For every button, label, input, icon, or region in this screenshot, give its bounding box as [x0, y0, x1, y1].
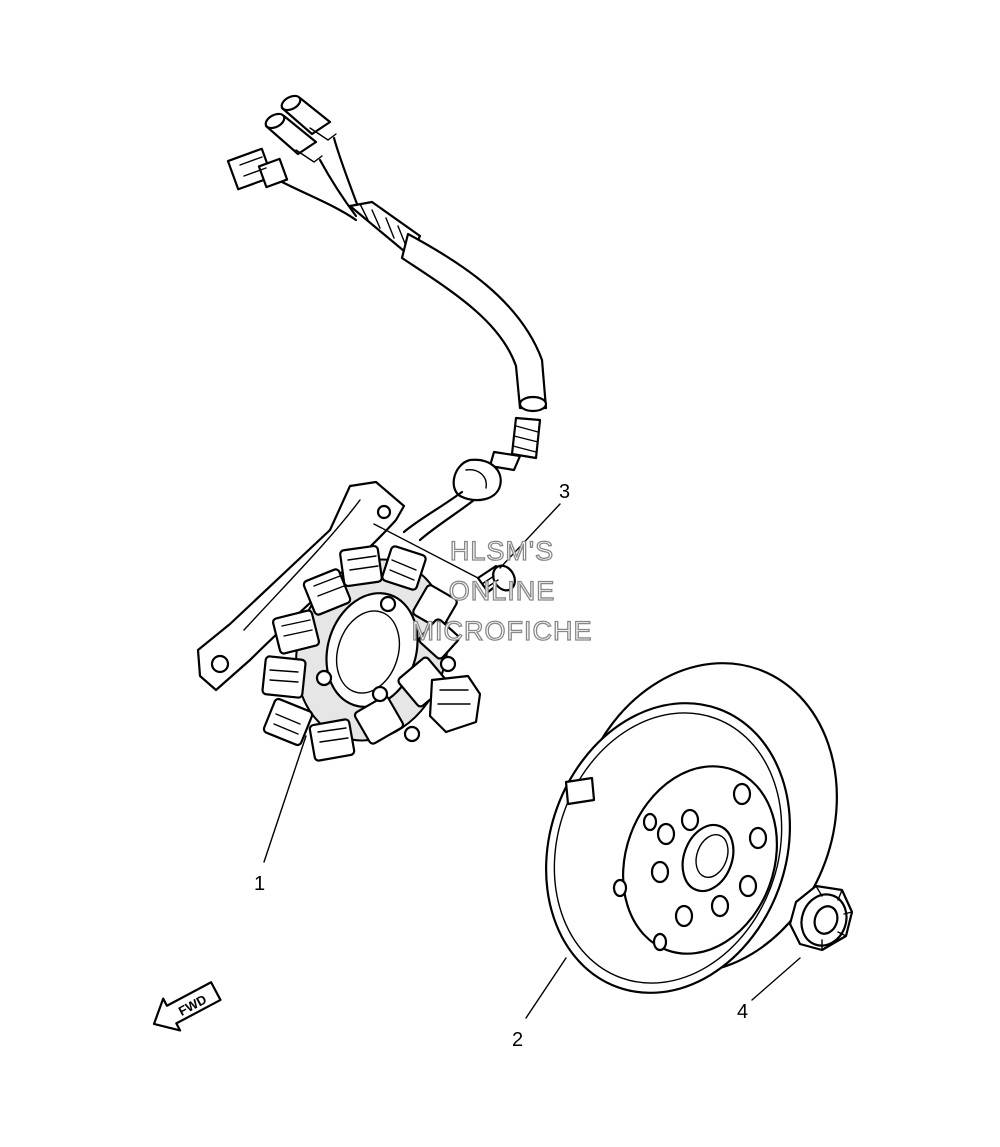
- wire-harness: [226, 94, 548, 542]
- rotor-key-slot: [564, 776, 596, 806]
- screw-alignment-line: [373, 523, 479, 579]
- watermark: HLSM'S ONLINE MICROFICHE: [411, 535, 593, 646]
- leader-line-1: [263, 735, 307, 863]
- stator-assembly: [196, 480, 482, 762]
- leader-line-2: [525, 957, 567, 1019]
- forward-arrow-icon: FWD: [152, 981, 222, 1032]
- callout-4: 4: [737, 1001, 748, 1023]
- callout-3: 3: [559, 481, 570, 503]
- leader-line-4: [751, 957, 801, 1001]
- bullet-connector-upper: [280, 94, 337, 141]
- leader-lines: [263, 503, 801, 1019]
- rotor-bolt-holes: [650, 782, 768, 928]
- watermark-line-1: HLSM'S: [450, 536, 554, 566]
- watermark-line-2: ONLINE: [449, 576, 556, 606]
- callout-1: 1: [254, 873, 265, 895]
- leader-line-3: [499, 503, 561, 569]
- screw: [476, 564, 516, 594]
- mounting-hole-icon: [376, 504, 392, 520]
- mounting-hole-icon: [210, 654, 230, 674]
- rotor-flywheel: [545, 662, 838, 994]
- coupler-connector: [226, 147, 289, 191]
- callout-2: 2: [512, 1029, 523, 1051]
- watermark-line-3: MICROFICHE: [412, 616, 593, 646]
- coil-windings: [261, 544, 460, 762]
- bullet-connector-middle: [264, 112, 323, 163]
- nut: [788, 884, 854, 952]
